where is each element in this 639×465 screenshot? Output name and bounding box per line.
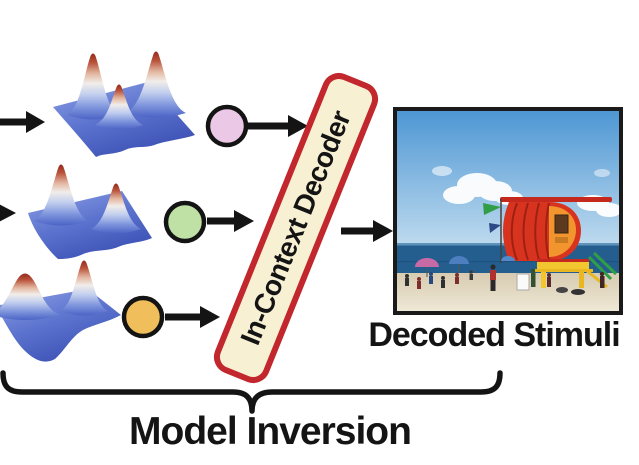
query-token-orange xyxy=(121,295,165,339)
response-surface-bottom xyxy=(0,260,121,362)
decoded-stimuli-caption: Decoded Stimuli xyxy=(368,316,620,354)
photo-green-stairs xyxy=(587,251,618,281)
arrow-decoder-to-image xyxy=(341,220,393,242)
decoded-stimulus-photo-frame xyxy=(393,107,623,315)
input-arrow-middle xyxy=(0,204,16,222)
arrow-pink-to-decoder xyxy=(247,115,308,137)
photo-sign xyxy=(516,273,530,291)
input-arrow-top xyxy=(0,111,45,133)
beach-lifeguard-tower-photo xyxy=(397,111,619,311)
response-surface-middle xyxy=(28,164,152,259)
arrow-green-to-decoder xyxy=(207,210,254,232)
photo-flags xyxy=(483,199,502,263)
model-inversion-caption: Model Inversion xyxy=(129,410,412,453)
response-surface-top xyxy=(53,51,195,157)
photo-lifeguard-tower xyxy=(500,197,618,289)
context-token-pink xyxy=(205,104,249,148)
arrow-orange-to-decoder xyxy=(165,306,220,328)
photo-umbrellas xyxy=(415,256,515,277)
model-inversion-brace xyxy=(0,370,503,414)
photo-people xyxy=(405,264,605,295)
context-token-green xyxy=(163,200,207,244)
photo-person-standing xyxy=(490,264,496,291)
